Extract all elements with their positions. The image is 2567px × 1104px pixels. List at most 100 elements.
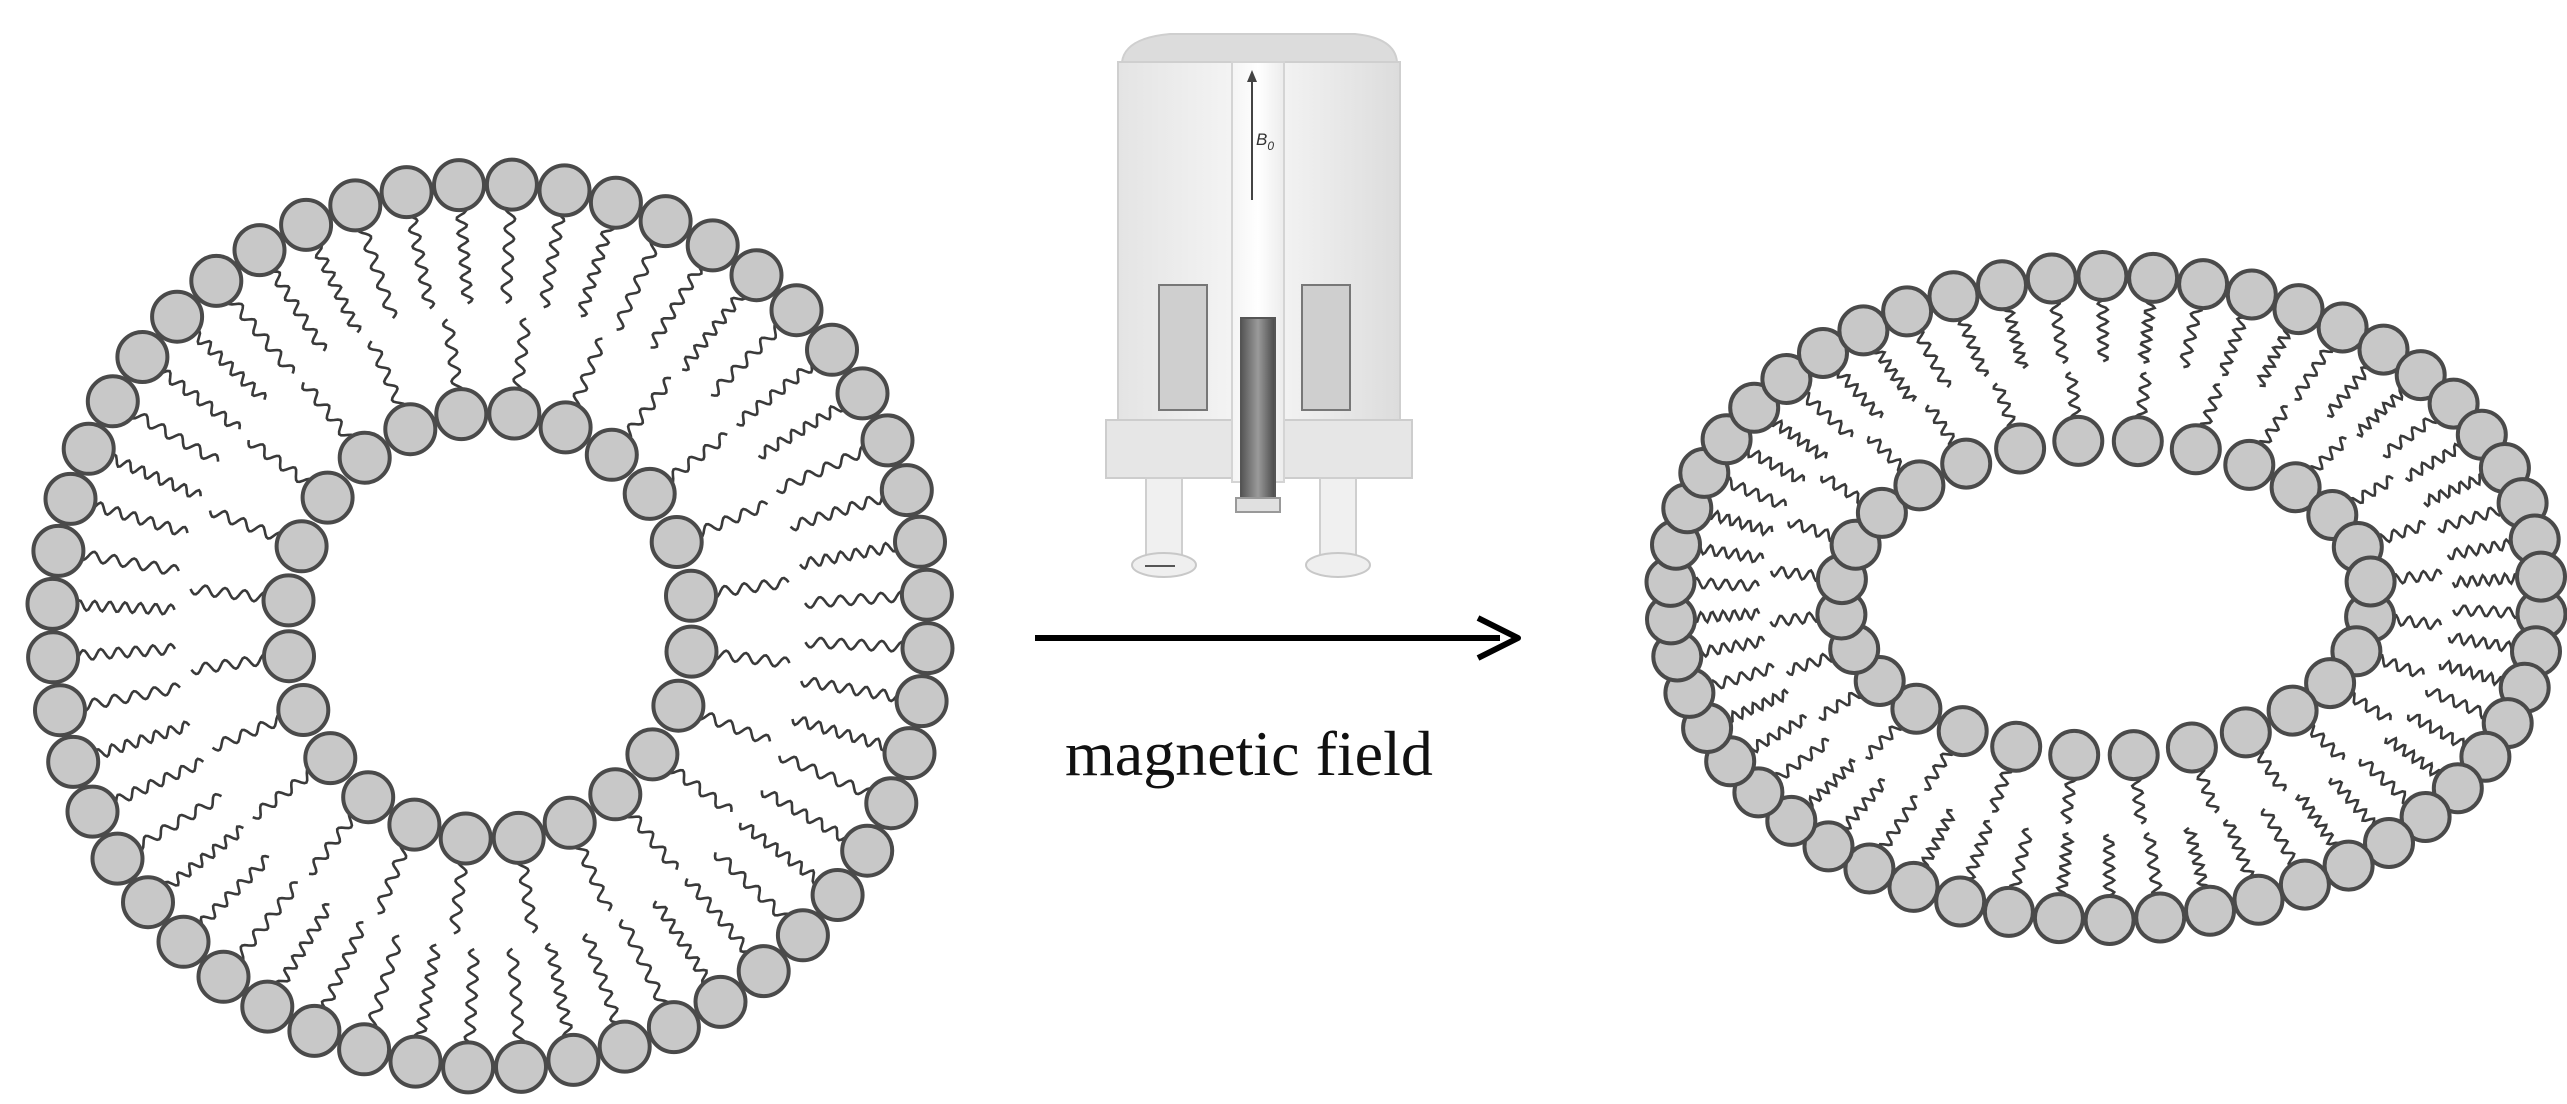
lipid-head bbox=[1934, 875, 1987, 928]
lipid-head bbox=[1982, 885, 2035, 938]
lipid-head bbox=[2048, 728, 2101, 781]
lipid-head bbox=[2266, 684, 2319, 737]
lipid-head bbox=[2107, 729, 2160, 782]
lipid-head bbox=[542, 795, 597, 850]
lipid-head bbox=[2219, 706, 2272, 759]
elongated-vesicle bbox=[1644, 250, 2567, 946]
lipid-head bbox=[646, 1000, 701, 1055]
lipid-head bbox=[262, 629, 316, 684]
lipid-head bbox=[26, 630, 81, 685]
lipid-head bbox=[261, 573, 316, 628]
lipid-head bbox=[625, 727, 680, 782]
lipid-head bbox=[33, 683, 87, 738]
lipid-head bbox=[2316, 301, 2369, 354]
lipid-head bbox=[597, 1019, 652, 1074]
lipid-head bbox=[2399, 791, 2452, 843]
lipid-head bbox=[2032, 892, 2085, 945]
lipid-head bbox=[85, 374, 140, 429]
lipid-head bbox=[882, 726, 937, 781]
lipid-head bbox=[685, 218, 740, 273]
lipid-head bbox=[638, 194, 693, 249]
lipid-head bbox=[156, 914, 211, 969]
lipid-head bbox=[115, 330, 170, 384]
lipid-head bbox=[491, 810, 546, 865]
b0-symbol: B0 bbox=[1256, 130, 1274, 153]
lipid-head bbox=[2357, 323, 2410, 376]
lipid-head bbox=[2272, 283, 2325, 336]
lipid-head bbox=[46, 734, 101, 789]
lipid-head bbox=[2394, 349, 2447, 402]
lipid-head bbox=[2515, 550, 2567, 603]
lipid-head bbox=[438, 811, 493, 866]
lipid-head bbox=[388, 1034, 443, 1089]
lipid-head bbox=[287, 1003, 342, 1058]
lipid-head bbox=[864, 776, 919, 831]
lipid-head bbox=[1881, 285, 1934, 338]
lipid-head bbox=[43, 471, 98, 526]
magnetic-field-label: magnetic field bbox=[1065, 718, 1433, 789]
lipid-head bbox=[31, 523, 86, 578]
lipid-head bbox=[2304, 657, 2357, 710]
lipid-head bbox=[1855, 486, 1908, 539]
lipid-head bbox=[894, 674, 949, 729]
lipid-head bbox=[61, 421, 116, 476]
lipid-head bbox=[584, 427, 639, 482]
lipid-head bbox=[337, 1022, 392, 1077]
lipid-head bbox=[2278, 858, 2331, 911]
lipid-head bbox=[1837, 304, 1890, 357]
lipid-head bbox=[805, 322, 859, 377]
lipid-head bbox=[588, 767, 643, 822]
lipid-head bbox=[775, 908, 830, 963]
lipid-head bbox=[1990, 720, 2043, 773]
lipid-head bbox=[432, 158, 486, 213]
lipid-head bbox=[434, 387, 489, 442]
lipid-head bbox=[279, 197, 334, 252]
lipid-head bbox=[189, 253, 244, 308]
lipid-head bbox=[2269, 461, 2322, 514]
lipid-head bbox=[2111, 415, 2164, 468]
lipid-head bbox=[588, 175, 643, 230]
lipid-head bbox=[538, 400, 593, 455]
lipid-head bbox=[840, 823, 895, 878]
lipid-head bbox=[736, 944, 791, 999]
lipid-head bbox=[328, 178, 383, 233]
lipid-head bbox=[1843, 842, 1896, 895]
lipid-head bbox=[2431, 762, 2484, 815]
lipid-head bbox=[232, 223, 287, 278]
lipid-head bbox=[494, 1039, 548, 1094]
lipid-head bbox=[1940, 437, 1993, 490]
lipid-head bbox=[274, 519, 329, 574]
lipid-head bbox=[2025, 252, 2078, 305]
spherical-vesicle bbox=[25, 157, 955, 1095]
lipid-head bbox=[1976, 259, 2028, 312]
lipid-head bbox=[2322, 839, 2375, 892]
lipid-head bbox=[622, 466, 677, 521]
lipid-head bbox=[240, 979, 295, 1034]
lipid-head bbox=[387, 797, 442, 852]
lipid-head bbox=[2363, 817, 2415, 869]
lipid-head bbox=[2127, 251, 2180, 304]
lipid-head bbox=[379, 165, 434, 220]
lipid-head bbox=[1760, 353, 1813, 405]
lipid-head bbox=[2177, 258, 2230, 311]
lipid-head bbox=[90, 831, 145, 886]
lipid-head bbox=[651, 678, 706, 733]
lipid-head bbox=[150, 289, 205, 344]
lipid-head bbox=[337, 430, 392, 485]
lipid-head bbox=[487, 386, 542, 441]
lipid-head bbox=[2052, 414, 2105, 467]
lipid-head bbox=[300, 470, 355, 525]
lipid-head bbox=[2169, 423, 2222, 476]
lipid-head bbox=[484, 157, 539, 212]
lipid-head bbox=[441, 1040, 496, 1095]
lipid-head bbox=[1797, 327, 1849, 379]
lipid-head bbox=[664, 624, 719, 679]
lipid-head bbox=[1728, 381, 1781, 434]
reaction-arrow bbox=[1035, 615, 1521, 661]
lipid-head bbox=[835, 366, 890, 421]
lipid-head bbox=[2076, 250, 2129, 302]
lipid-head bbox=[810, 868, 865, 922]
lipid-head bbox=[664, 568, 718, 623]
lipid-head bbox=[899, 567, 954, 622]
